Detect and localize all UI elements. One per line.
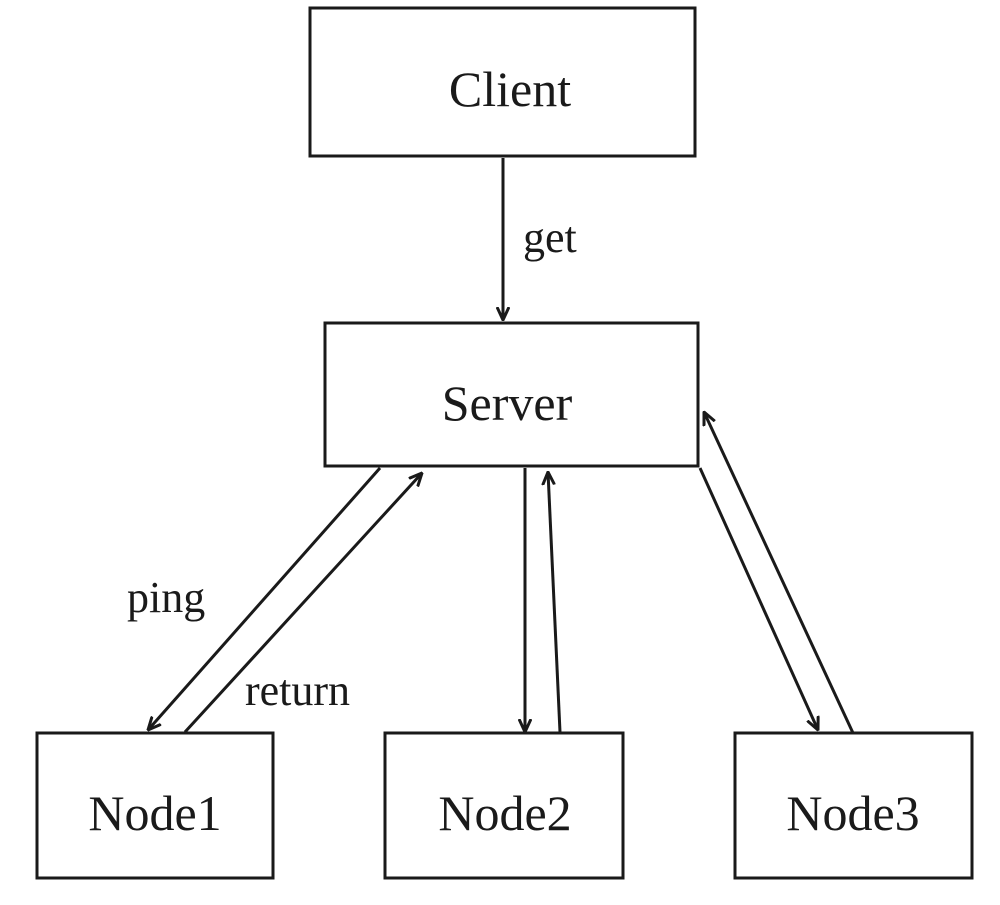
node3-label: Node3 <box>786 785 919 841</box>
return-arrow-node2 <box>548 472 562 733</box>
client-label: Client <box>449 61 571 117</box>
ping-arrow-node3 <box>698 467 818 730</box>
ping-label: ping <box>127 573 205 622</box>
server-box <box>323 321 700 468</box>
node1-box <box>35 731 275 880</box>
node1-label: Node1 <box>88 785 221 841</box>
server-label: Server <box>442 375 573 431</box>
node2-box <box>383 731 625 880</box>
client-box <box>308 6 697 158</box>
node2-label: Node2 <box>438 785 571 841</box>
get-label: get <box>523 213 577 262</box>
node3-box <box>733 731 974 880</box>
return-label: return <box>245 666 350 715</box>
return-arrow-node3 <box>704 412 855 734</box>
ping-arrow-node1 <box>148 467 382 730</box>
return-arrow-node1 <box>183 473 422 734</box>
